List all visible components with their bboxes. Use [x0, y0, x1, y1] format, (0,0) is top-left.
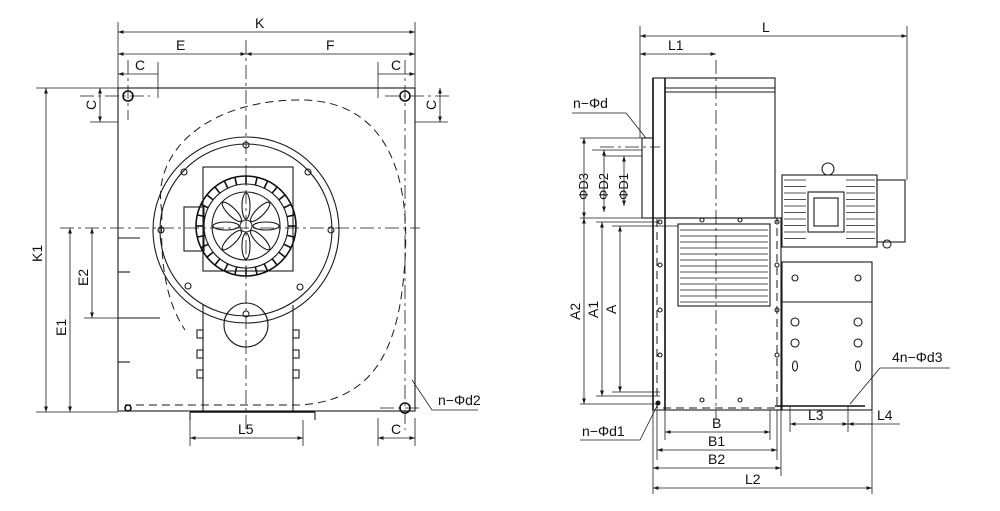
lifting-eye [821, 162, 835, 176]
dim-A-label: A [603, 304, 619, 314]
dim-D2-label: ΦD2 [596, 173, 611, 200]
dim-A2-label: A2 [567, 303, 583, 320]
motor-body [781, 174, 878, 248]
motor-fin [206, 251, 214, 258]
dim-A1-label: A1 [585, 301, 601, 318]
callout-d2-label: n−Φd2 [438, 392, 481, 408]
volute-inner [161, 211, 186, 331]
callout-d-leader [572, 112, 647, 139]
motor-fin [214, 258, 221, 266]
dim-D1-label: ΦD1 [616, 173, 631, 200]
motor-fin [206, 194, 214, 201]
fan-blade [221, 229, 243, 251]
dim-E2-label: E2 [75, 269, 91, 286]
dim-C-top-left-label: C [135, 57, 145, 73]
motor-fins-side [784, 179, 875, 239]
motor-fin [283, 243, 292, 249]
dim-K1-label: K1 [29, 245, 45, 262]
dim-L5-label: L5 [238, 421, 254, 437]
motor-fin [234, 177, 238, 186]
lower-casing-dashed [656, 217, 778, 409]
motor-fin [197, 234, 206, 238]
fan-blade [252, 221, 280, 231]
dim-K-label: K [255, 15, 265, 31]
motor-block [202, 166, 294, 272]
frame-slots [118, 237, 160, 363]
dim-L3-label: L3 [808, 407, 824, 423]
motor-fin [286, 234, 295, 238]
callout-d3-leader [849, 367, 950, 405]
motor-fin [263, 180, 269, 189]
motor-bolt [882, 239, 892, 249]
dim-L-label: L [762, 19, 770, 35]
housing-top [652, 77, 776, 219]
dim-C-bottom-right-label: C [391, 421, 401, 437]
motor-fin [271, 186, 278, 194]
impeller-grille [677, 223, 771, 307]
motor-terminal [183, 206, 205, 252]
dim-D3-label: ΦD3 [576, 173, 591, 200]
fan-blade [249, 201, 271, 223]
terminal-box [807, 191, 845, 233]
dim-B1-label: B1 [708, 433, 725, 449]
motor-fin [234, 266, 238, 275]
motor-fin [223, 263, 229, 272]
motor-fin [278, 251, 286, 258]
dim-B2-label: B2 [708, 451, 725, 467]
motor-fin [197, 214, 206, 218]
motor-end-cap [876, 179, 906, 243]
dim-C-top-right-label: C [391, 57, 401, 73]
callout-d-label: n−Φd [573, 95, 608, 111]
motor-fin [254, 266, 258, 275]
callout-d1-label: n−Φd1 [582, 423, 625, 439]
callout-d3-label: 4n−Φd3 [892, 349, 943, 365]
motor-fin [214, 186, 221, 194]
dim-E-label: E [176, 37, 185, 53]
fan-blade [249, 229, 271, 251]
side-view: L L1 ΦD3 ΦD2 ΦD1 n−Φd A2 A1 A [567, 19, 950, 494]
front-frame [117, 87, 416, 412]
front-view: K E F C C C C K1 E1 E2 [29, 15, 481, 446]
motor-fin [200, 203, 209, 209]
motor-fin [200, 243, 209, 249]
dim-B-label: B [712, 415, 721, 431]
dim-C-right-vertical-label: C [423, 100, 439, 110]
motor-fin [223, 180, 229, 189]
pedestal-bolts [196, 329, 300, 379]
motor-stand [781, 261, 873, 411]
fan-blade [221, 201, 243, 223]
motor-fin [271, 258, 278, 266]
dim-L4-label: L4 [877, 407, 893, 423]
dim-F-label: F [326, 37, 335, 53]
stand-bolts [790, 274, 863, 372]
fan-blade [212, 221, 240, 231]
terminal-box-inner [813, 197, 839, 227]
motor-fin [263, 263, 269, 272]
casing-holes [655, 217, 780, 406]
inlet-flange [641, 137, 654, 219]
motor-fin [283, 203, 292, 209]
motor-fin [254, 177, 258, 186]
grille-lines [680, 229, 768, 303]
callout-d1-leader [580, 403, 659, 441]
fan-blades [212, 192, 280, 260]
dim-L2-label: L2 [745, 471, 761, 487]
dim-C-left-vertical-label: C [83, 100, 99, 110]
dim-E1-label: E1 [53, 319, 69, 336]
volute-outline [125, 99, 407, 406]
dim-L1-label: L1 [668, 37, 684, 53]
callout-d2-leader [411, 379, 478, 411]
motor-fin [286, 214, 295, 218]
lower-casing [652, 217, 782, 411]
motor-fin [278, 194, 286, 201]
